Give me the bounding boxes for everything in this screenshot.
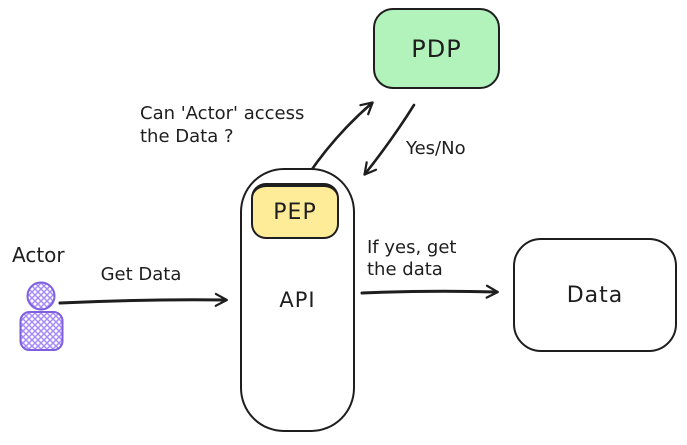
edge-label-ask-pdp-line2: the Data ? <box>140 126 234 147</box>
node-pdp-label: PDP <box>411 34 462 63</box>
edge-label-get-data: Get Data <box>100 264 182 285</box>
node-api-label: API <box>279 288 316 312</box>
node-pep: PEP <box>251 183 339 239</box>
actor-label: Actor <box>12 243 65 267</box>
arrow-get-data <box>58 292 228 307</box>
edge-label-yes-no: Yes/No <box>406 138 466 159</box>
edge-label-if-yes-line2: the data <box>367 259 443 280</box>
arrow-if-yes <box>360 284 499 299</box>
node-pep-label: PEP <box>273 199 317 225</box>
edge-label-if-yes-line1: If yes, get <box>367 237 457 258</box>
edge-label-ask-pdp-line1: Can 'Actor' access <box>140 103 305 124</box>
edge-label-ask-pdp: Can 'Actor' access the Data ? <box>140 102 304 148</box>
node-pdp: PDP <box>373 8 500 89</box>
edge-label-if-yes: If yes, get the data <box>367 237 456 281</box>
arrow-ask-pdp <box>306 101 374 177</box>
node-data-label: Data <box>566 282 624 308</box>
node-data: Data <box>513 238 677 352</box>
actor-person-icon <box>19 281 64 351</box>
